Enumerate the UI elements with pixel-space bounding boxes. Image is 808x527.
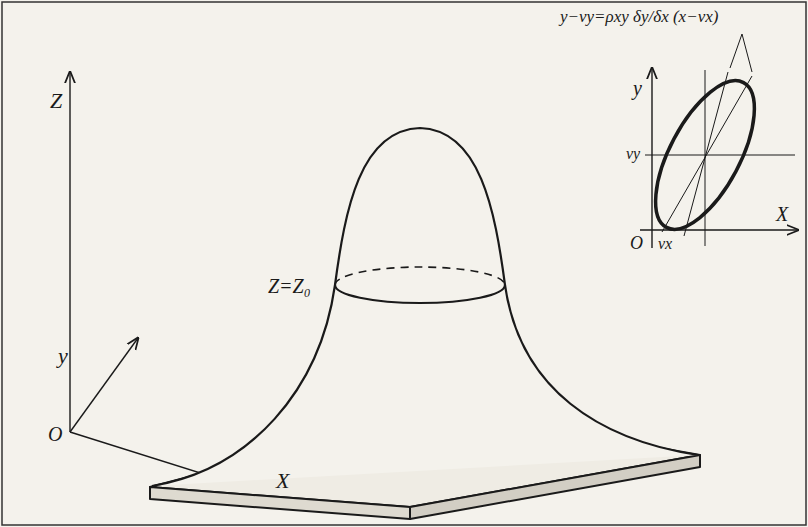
origin-label: O bbox=[630, 234, 643, 252]
origin-label: O bbox=[48, 424, 62, 444]
formula: y−νy=ρxy δy/δx (x−νx) bbox=[560, 8, 718, 25]
axis-label: X bbox=[276, 470, 289, 492]
axis-value: νx bbox=[658, 236, 672, 252]
inset-plot bbox=[636, 34, 798, 248]
bell-surface bbox=[152, 128, 698, 486]
axis-label: y bbox=[58, 345, 68, 367]
axis-value: νy bbox=[626, 146, 640, 162]
axis-label: y bbox=[633, 78, 642, 98]
axis-label: Z bbox=[50, 90, 62, 112]
level-label: Z=Z₀ bbox=[268, 276, 311, 296]
axis-label: X bbox=[776, 204, 788, 224]
